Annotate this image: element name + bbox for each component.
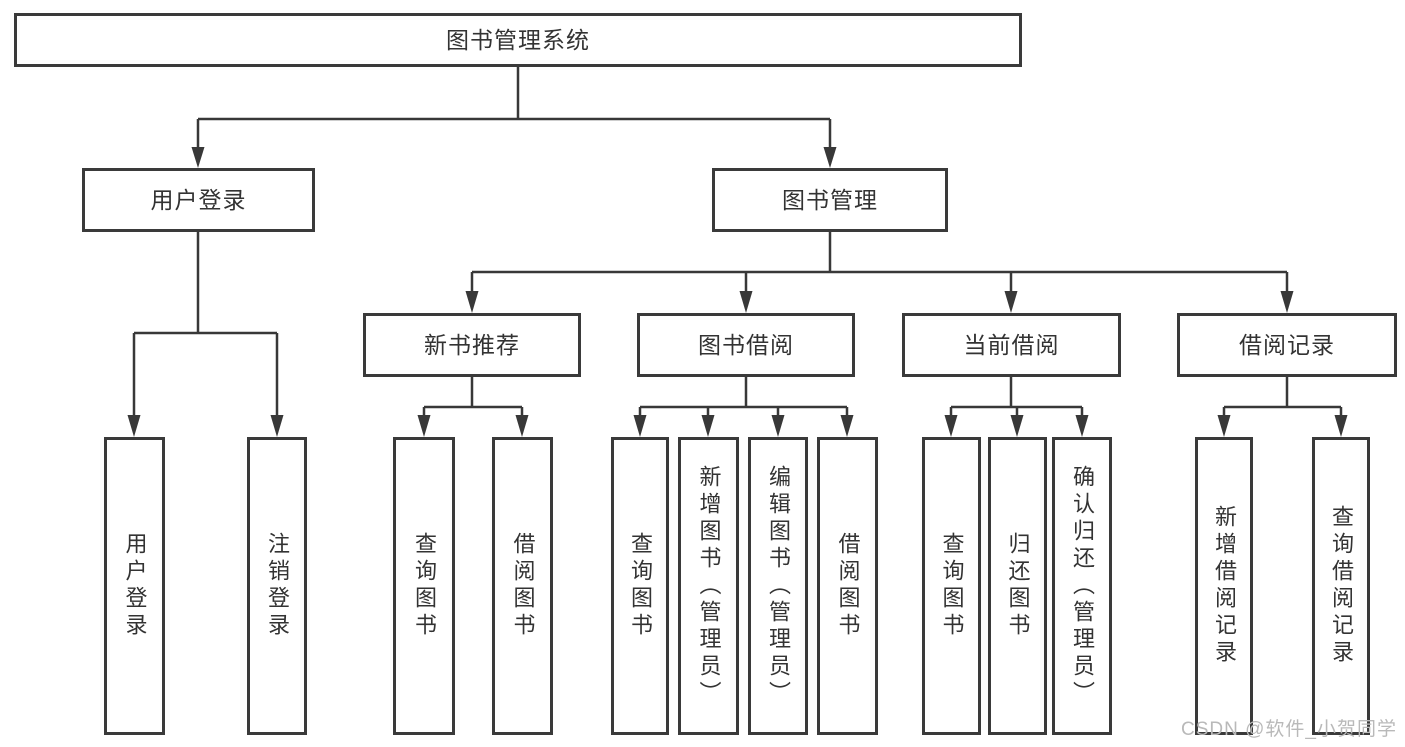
leaf-edit-book-admin: 编辑图书（管理员）: [748, 437, 808, 735]
node-user-login: 用户登录: [82, 168, 315, 232]
node-library-management-system: 图书管理系统: [14, 13, 1022, 67]
leaf-logout: 注销登录: [247, 437, 307, 735]
node-new-book-recommend: 新书推荐: [363, 313, 581, 377]
watermark-text: CSDN @软件_小贺同学: [1181, 719, 1397, 740]
leaf-add-book-admin: 新增图书（管理员）: [678, 437, 739, 735]
leaf-user-login: 用户登录: [104, 437, 165, 735]
node-book-borrow: 图书借阅: [637, 313, 855, 377]
leaf-confirm-return-admin: 确认归还（管理员）: [1052, 437, 1112, 735]
leaf-query-books-recommend: 查询图书: [393, 437, 455, 735]
leaf-query-books-current: 查询图书: [922, 437, 981, 735]
leaf-borrow-book-recommend: 借阅图书: [492, 437, 553, 735]
leaf-return-book: 归还图书: [988, 437, 1047, 735]
node-book-management: 图书管理: [712, 168, 948, 232]
node-borrow-records: 借阅记录: [1177, 313, 1397, 377]
leaf-add-borrow-record: 新增借阅记录: [1195, 437, 1253, 735]
leaf-query-borrow-record: 查询借阅记录: [1312, 437, 1370, 735]
leaf-borrow-book: 借阅图书: [817, 437, 878, 735]
node-current-borrow: 当前借阅: [902, 313, 1121, 377]
leaf-query-books-borrow: 查询图书: [611, 437, 669, 735]
